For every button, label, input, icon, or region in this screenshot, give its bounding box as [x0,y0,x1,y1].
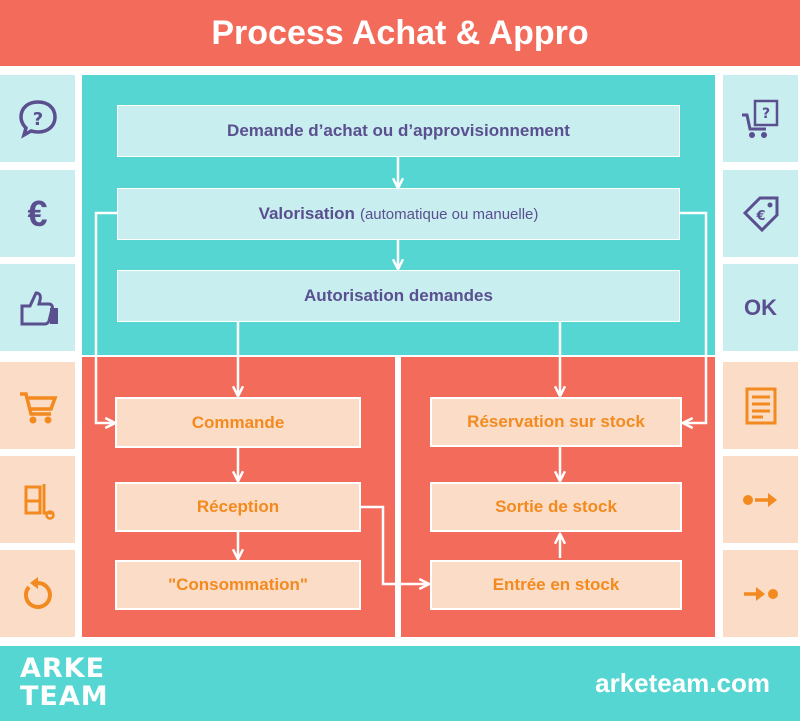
valorisation-box: Valorisation (automatique ou manuelle) [117,188,680,240]
shop-tile: ? [723,75,798,162]
stock-in-tile [723,550,798,637]
autorisation-label: Autorisation demandes [304,286,493,305]
commande-label: Commande [191,412,285,432]
reception-label: Réception [196,497,280,516]
euro-tile: € [0,170,75,257]
footer-bar [0,646,800,721]
price-tag-icon: € [742,196,778,232]
valorisation-note: (automatique ou manuelle) [359,205,539,223]
shop-question-icon: ? [741,99,778,138]
logo-line-2: TEAM [20,681,109,712]
delivery-tile [0,456,75,543]
website-link[interactable]: arketeam.com [595,668,770,698]
cycle-tile [0,550,75,637]
entree-box: Entrée en stock [430,560,682,610]
demande-label: Demande d’achat ou d’approvisionnement [227,121,570,140]
logo-line-1: ARKE [20,653,106,684]
price-tag-tile: € [723,170,798,257]
svg-text:?: ? [32,109,42,130]
reservation-box: Réservation sur stock [430,397,682,447]
consommation-label: "Consommation" [168,575,308,594]
inventory-list-icon [745,387,776,424]
entree-label: Entrée en stock [492,575,620,594]
euro-icon: € [27,192,48,234]
ok-tile: OK [723,264,798,351]
page-title: Process Achat & Appro [0,0,800,66]
approval-tile [0,264,75,351]
sortie-box: Sortie de stock [430,482,682,532]
demande-box: Demande d’achat ou d’approvisionnement [117,105,680,157]
autorisation-box: Autorisation demandes [117,270,680,322]
reservation-label: Réservation sur stock [467,412,645,431]
consommation-box: "Consommation" [115,560,361,610]
question-tile: ? [0,75,75,162]
sortie-label: Sortie de stock [495,497,617,516]
ok-text: OK [744,294,777,320]
question-icon: ? [18,99,57,139]
delivery-icon [24,483,55,520]
stock-out-tile [723,456,798,543]
arketeam-logo: ARKE TEAM [20,655,140,715]
cycle-icon [23,576,52,609]
commande-box: Commande [115,397,361,448]
cart-tile [0,362,75,449]
reception-box: Réception [115,482,361,532]
valorisation-label: Valorisation [258,204,355,223]
thumbs-up-icon [20,290,58,325]
inventory-tile [723,362,798,449]
svg-text:?: ? [761,106,769,122]
stock-out-icon [742,492,777,507]
stock-in-icon [743,586,778,601]
svg-text:€: € [755,209,765,224]
cart-icon [19,391,57,423]
